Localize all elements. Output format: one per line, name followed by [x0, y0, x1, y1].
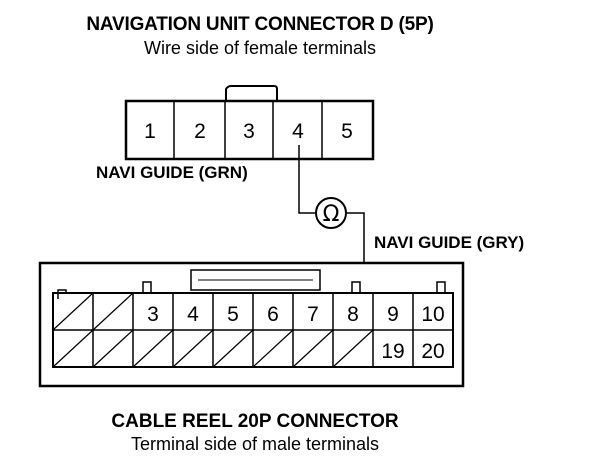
- connector-d: 1 2 3 4 5: [124, 85, 375, 161]
- cable-reel-pin: 10: [421, 303, 444, 326]
- cable-reel-subtitle: Terminal side of male terminals: [130, 434, 380, 454]
- ohmmeter-icon: Ω: [315, 197, 347, 229]
- connector-d-title: NAVIGATION UNIT CONNECTOR D (5P): [86, 14, 434, 35]
- unused-cavities: [52, 292, 374, 368]
- connector-d-pin: 5: [341, 120, 353, 143]
- connector-d-pin: 1: [144, 120, 156, 143]
- cable-reel-connector: 3 4 5 6 7 8 9 10 19 20: [38, 261, 465, 388]
- connector-d-pin: 2: [194, 120, 206, 143]
- cable-reel-pin: 7: [307, 303, 319, 326]
- connector-d-housing: [124, 99, 375, 161]
- cable-reel-title: CABLE REEL 20P CONNECTOR: [111, 411, 399, 432]
- cable-reel-pin: 3: [147, 303, 159, 326]
- navi-guide-gry-label: NAVI GUIDE (GRY): [374, 233, 525, 252]
- connector-d-subtitle: Wire side of female terminals: [143, 38, 377, 58]
- cable-reel-pin: 9: [387, 303, 399, 326]
- cable-reel-housing: [38, 261, 465, 388]
- cable-reel-pin: 8: [347, 303, 359, 326]
- connector-d-pin: 3: [243, 120, 255, 143]
- ohm-symbol: Ω: [323, 202, 340, 227]
- connector-d-lock-tab: [225, 85, 278, 100]
- cable-reel-pin: 20: [421, 340, 444, 363]
- cable-reel-lock: [190, 269, 321, 291]
- cable-reel-pin: 4: [187, 303, 199, 326]
- wire-grn: [298, 145, 316, 214]
- cable-reel-pin: 19: [381, 340, 404, 363]
- navi-guide-grn-label: NAVI GUIDE (GRN): [96, 163, 248, 182]
- cable-reel-pin: 6: [267, 303, 279, 326]
- connector-d-pin: 4: [292, 120, 304, 143]
- cable-reel-pin: 5: [227, 303, 239, 326]
